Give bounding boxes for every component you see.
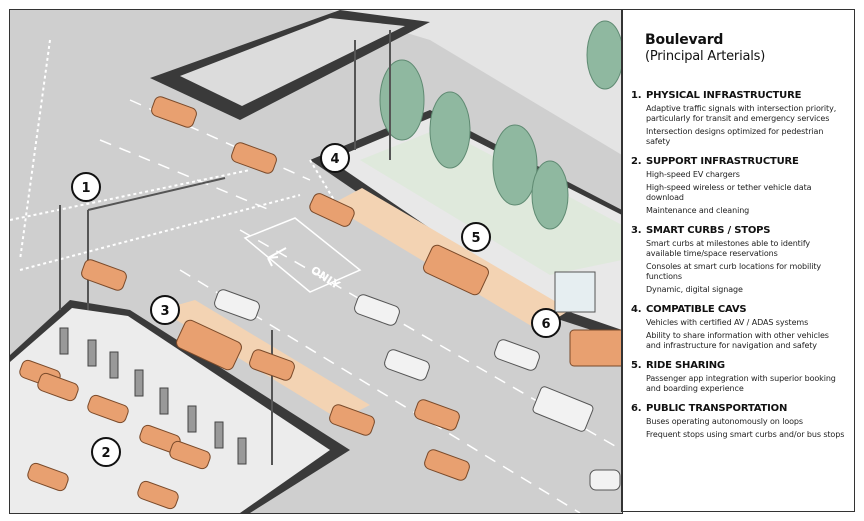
illustration-svg: ONLY: [10, 10, 622, 513]
callout-2: 2: [91, 437, 121, 467]
section-heading: 4. COMPATIBLE CAVS: [631, 304, 846, 315]
section-item: Buses operating autonomously on loops: [646, 417, 803, 426]
section-item: Consoles at smart curb locations for mob…: [646, 262, 822, 281]
section-physical-infrastructure: 1. PHYSICAL INFRASTRUCTURE Adaptive traf…: [631, 90, 846, 147]
panel-subtitle: (Principal Arterials): [645, 49, 766, 64]
section-number: 2.: [631, 156, 642, 167]
section-smart-curbs: 3. SMART CURBS / STOPS Smart curbs at mi…: [631, 225, 846, 295]
section-item: Ability to share information with other …: [646, 331, 829, 350]
callout-3: 3: [150, 295, 180, 325]
section-number: 4.: [631, 304, 642, 315]
section-item: Adaptive traffic signals with intersecti…: [646, 104, 837, 123]
section-number: 1.: [631, 90, 642, 101]
legend-sections: 1. PHYSICAL INFRASTRUCTURE Adaptive traf…: [631, 90, 846, 440]
callout-1: 1: [71, 172, 101, 202]
callout-label-1: 1: [81, 181, 90, 196]
section-heading: 6. PUBLIC TRANSPORTATION: [631, 403, 846, 414]
panel-title: Boulevard: [645, 32, 724, 48]
right-green: [360, 128, 622, 275]
section-ride-sharing: 5. RIDE SHARING Passenger app integratio…: [631, 360, 846, 394]
section-public-transportation: 6. PUBLIC TRANSPORTATION Buses operating…: [631, 403, 846, 440]
callout-label-2: 2: [101, 446, 110, 461]
section-heading: 1. PHYSICAL INFRASTRUCTURE: [631, 90, 846, 101]
section-number: 6.: [631, 403, 642, 414]
section-title: PHYSICAL INFRASTRUCTURE: [646, 90, 802, 101]
callout-label-3: 3: [160, 304, 169, 319]
section-heading: 3. SMART CURBS / STOPS: [631, 225, 846, 236]
section-title: SMART CURBS / STOPS: [646, 225, 771, 236]
section-item: Intersection designs optimized for pedes…: [646, 127, 824, 146]
section-title: PUBLIC TRANSPORTATION: [646, 403, 788, 414]
legend-panel: Boulevard (Principal Arterials) 1. PHYSI…: [621, 9, 855, 512]
callout-6: 6: [531, 308, 561, 338]
section-item: Dynamic, digital signage: [646, 285, 743, 294]
section-number: 3.: [631, 225, 642, 236]
callout-label-4: 4: [330, 152, 339, 167]
section-compatible-cavs: 4. COMPATIBLE CAVS Vehicles with certifi…: [631, 304, 846, 351]
section-item: High-speed EV chargers: [646, 170, 740, 179]
vehicles: [19, 96, 622, 510]
section-title: SUPPORT INFRASTRUCTURE: [646, 156, 799, 167]
section-item: Passenger app integration with superior …: [646, 374, 836, 393]
section-item: High-speed wireless or tether vehicle da…: [646, 183, 812, 202]
section-heading: 5. RIDE SHARING: [631, 360, 846, 371]
section-title: RIDE SHARING: [646, 360, 725, 371]
callout-label-6: 6: [541, 317, 550, 332]
callout-label-5: 5: [471, 231, 480, 246]
section-item: Vehicles with certified AV / ADAS system…: [646, 318, 809, 327]
section-title: COMPATIBLE CAVS: [646, 304, 747, 315]
boulevard-illustration: ONLY: [9, 9, 623, 514]
section-heading: 2. SUPPORT INFRASTRUCTURE: [631, 156, 846, 167]
section-item: Frequent stops using smart curbs and/or …: [646, 430, 845, 439]
section-support-infrastructure: 2. SUPPORT INFRASTRUCTURE High-speed EV …: [631, 156, 846, 216]
section-item: Smart curbs at milestones able to identi…: [646, 239, 811, 258]
top-median-surface: [180, 18, 405, 106]
top-block: [190, 10, 622, 155]
callout-4: 4: [320, 143, 350, 173]
section-number: 5.: [631, 360, 642, 371]
section-item: Maintenance and cleaning: [646, 206, 750, 215]
other-vehicles: [214, 271, 621, 491]
callout-5: 5: [461, 222, 491, 252]
ev-chargers: [59, 327, 247, 465]
